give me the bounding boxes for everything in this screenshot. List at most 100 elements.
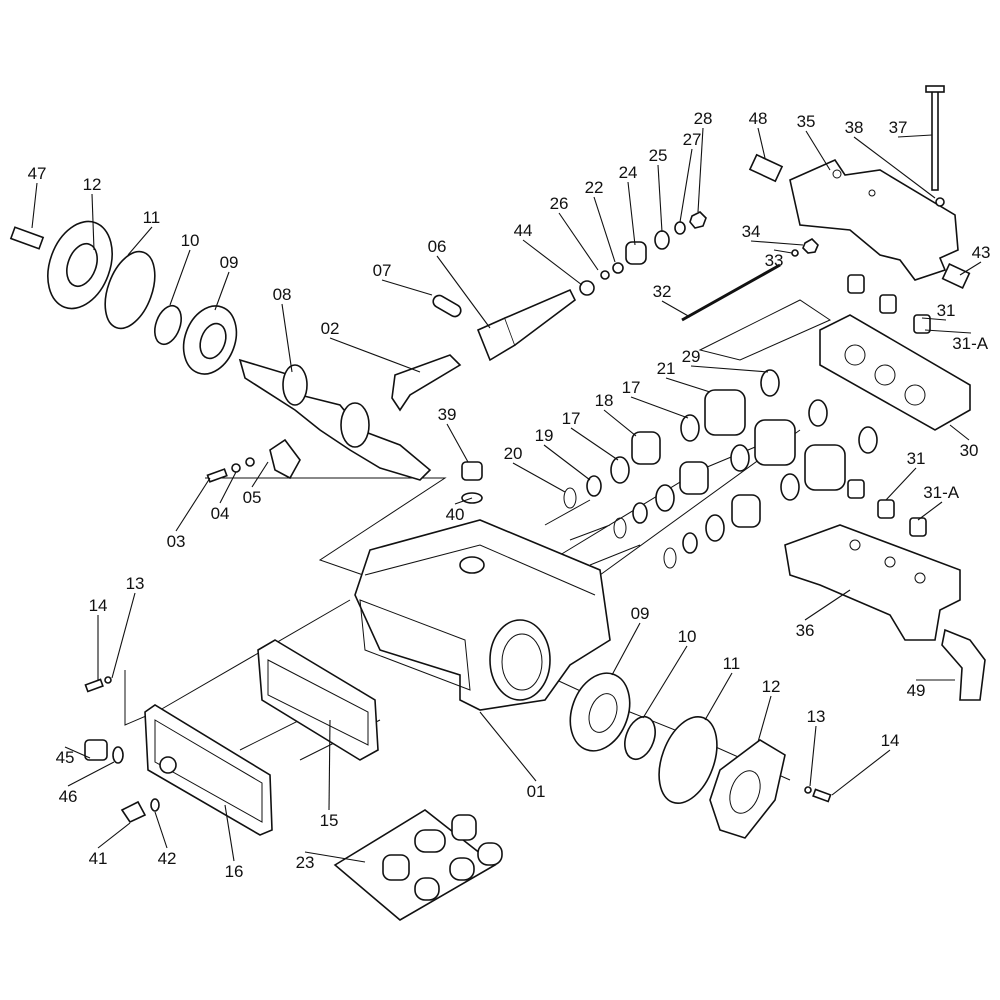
part-label-46: 46 xyxy=(59,787,78,806)
leader-line-17 xyxy=(570,427,619,461)
part-label-10: 10 xyxy=(678,627,697,646)
part-03-04-bolt-washer xyxy=(206,457,255,483)
leader-line-17 xyxy=(630,396,689,419)
leader-line-44 xyxy=(522,239,583,286)
part-label-29: 29 xyxy=(682,347,701,366)
leader-line-03 xyxy=(175,477,211,532)
part-23-seal-kit xyxy=(333,809,503,921)
part-label-30: 30 xyxy=(960,441,979,460)
part-label-11: 11 xyxy=(143,208,161,227)
leader-line-48 xyxy=(757,127,766,159)
part-label-49: 49 xyxy=(907,681,926,700)
part-10-right-seal xyxy=(624,715,656,761)
part-label-07: 07 xyxy=(373,261,392,280)
part-09-right-bearing xyxy=(569,672,631,752)
leader-line-09 xyxy=(611,622,641,676)
leader-line-10 xyxy=(642,645,688,719)
part-label-23: 23 xyxy=(296,853,315,872)
leader-line-10 xyxy=(169,249,191,306)
part-30-valve-head xyxy=(819,314,971,431)
leader-line-07 xyxy=(381,279,433,296)
part-07-pin xyxy=(432,294,462,318)
part-label-09: 09 xyxy=(631,604,650,623)
leader-line-12 xyxy=(757,695,772,743)
part-11-gasket xyxy=(104,250,156,330)
part-label-41: 41 xyxy=(89,849,108,868)
leader-line-04 xyxy=(219,471,237,504)
leader-line-05 xyxy=(251,461,269,488)
leader-line-43 xyxy=(959,261,982,276)
part-label-22: 22 xyxy=(585,178,604,197)
part-12-right-bearing-cover xyxy=(709,739,786,839)
part-35-discharge-manifold xyxy=(789,158,959,281)
part-label-12: 12 xyxy=(762,677,781,696)
leader-line-20 xyxy=(512,462,566,493)
part-label-13: 13 xyxy=(126,574,145,593)
part-37-bolt xyxy=(925,85,945,191)
leader-line-31-A xyxy=(917,501,943,521)
leader-line-19 xyxy=(543,444,591,481)
part-label-14: 14 xyxy=(881,731,900,750)
part-label-28: 28 xyxy=(694,109,713,128)
leader-line-36 xyxy=(804,589,851,621)
leader-line-30 xyxy=(949,424,970,441)
part-44-washer xyxy=(579,280,595,296)
part-47-fitting xyxy=(9,226,45,250)
leader-line-08 xyxy=(281,303,293,373)
part-10-seal xyxy=(154,304,182,346)
part-01-crankcase xyxy=(354,519,611,711)
part-label-11: 11 xyxy=(723,654,741,673)
part-38-washer xyxy=(935,197,945,207)
leader-line-31 xyxy=(921,317,947,321)
leader-line-33 xyxy=(773,249,793,254)
part-label-35: 35 xyxy=(797,112,816,131)
part-25-ring xyxy=(654,230,670,250)
leader-line-02 xyxy=(329,337,421,373)
leader-line-14 xyxy=(831,749,891,796)
part-41-42-drain xyxy=(120,798,160,824)
part-39-40-oil-cap xyxy=(461,461,483,504)
part-label-03: 03 xyxy=(167,532,186,551)
part-label-17: 17 xyxy=(622,378,641,397)
part-label-45: 45 xyxy=(56,748,75,767)
part-label-13: 13 xyxy=(807,707,826,726)
part-02-connecting-rod xyxy=(391,354,462,412)
part-label-31-A: 31-A xyxy=(923,483,960,502)
part-label-12: 12 xyxy=(83,175,102,194)
part-label-40: 40 xyxy=(446,505,465,524)
part-09-bearing xyxy=(182,305,238,375)
leader-line-22 xyxy=(593,196,616,263)
leader-line-41 xyxy=(97,822,131,849)
leader-line-32 xyxy=(661,300,691,318)
part-22-ring xyxy=(612,262,624,274)
part-label-17: 17 xyxy=(562,409,581,428)
leader-line-15 xyxy=(328,719,331,811)
part-label-39: 39 xyxy=(438,405,457,424)
part-label-21: 21 xyxy=(657,359,676,378)
part-label-34: 34 xyxy=(742,222,761,241)
part-label-08: 08 xyxy=(273,285,292,304)
part-label-14: 14 xyxy=(89,596,108,615)
leader-line-06 xyxy=(436,255,491,329)
leader-line-13 xyxy=(111,592,136,679)
part-13-14-bolt-left xyxy=(84,676,112,693)
leader-line-01 xyxy=(479,711,537,782)
part-label-01: 01 xyxy=(527,782,546,801)
part-17-29-rings xyxy=(610,369,878,542)
part-20-circlips xyxy=(563,487,677,569)
part-label-31: 31 xyxy=(937,301,956,320)
leader-line-42 xyxy=(154,811,168,849)
part-label-42: 42 xyxy=(158,849,177,868)
leader-line-16 xyxy=(224,804,235,862)
part-31-valve-caps xyxy=(847,274,931,537)
leader-line-11 xyxy=(704,672,733,721)
part-48-fitting xyxy=(748,153,784,183)
part-label-04: 04 xyxy=(211,504,230,523)
part-34-nut xyxy=(802,238,819,254)
part-26-ring xyxy=(600,270,610,280)
leader-line-34 xyxy=(750,240,804,246)
part-label-27: 27 xyxy=(683,130,702,149)
part-19-seals xyxy=(586,475,698,554)
